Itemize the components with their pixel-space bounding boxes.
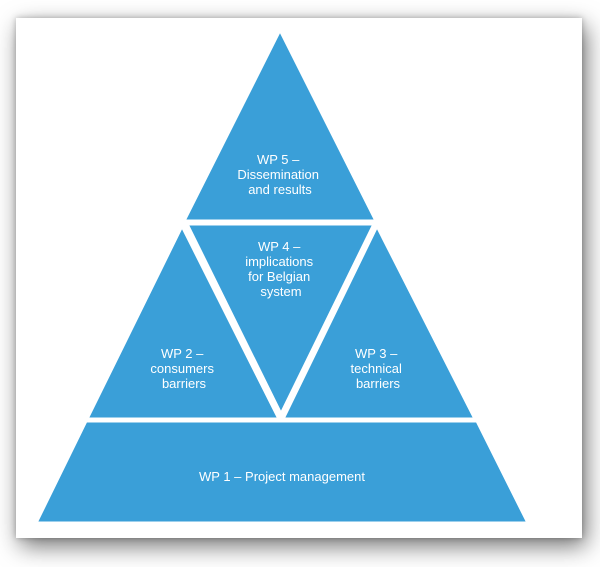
wp2-line-2: consumers [150,361,214,376]
wp3-line-3: barriers [356,376,401,391]
wp4-line-3: for Belgian [248,269,310,284]
wp4-label: WP 4 – implications for Belgian system [245,239,317,299]
wp5-block [181,26,379,223]
wp3-line-1: WP 3 – [355,346,398,361]
wp2-block [84,222,282,421]
wp2-line-3: barriers [162,376,207,391]
wp5-line-3: and results [248,182,312,197]
wp3-block [280,222,478,421]
wp4-block [184,222,377,418]
wp4-line-4: system [260,284,301,299]
wp5-label: WP 5 – Dissemination and results [237,152,322,197]
wp2-label: WP 2 – consumers barriers [150,346,217,391]
wp2-line-1: WP 2 – [161,346,204,361]
wp4-line-2: implications [245,254,313,269]
wp1-block [33,419,531,525]
wp4-line-1: WP 4 – [258,239,301,254]
wp5-line-1: WP 5 – [257,152,300,167]
wp3-line-2: technical [351,361,402,376]
wp3-label: WP 3 – technical barriers [351,346,406,391]
wp1-label: WP 1 – Project management [199,469,365,484]
wp5-line-2: Dissemination [237,167,319,182]
